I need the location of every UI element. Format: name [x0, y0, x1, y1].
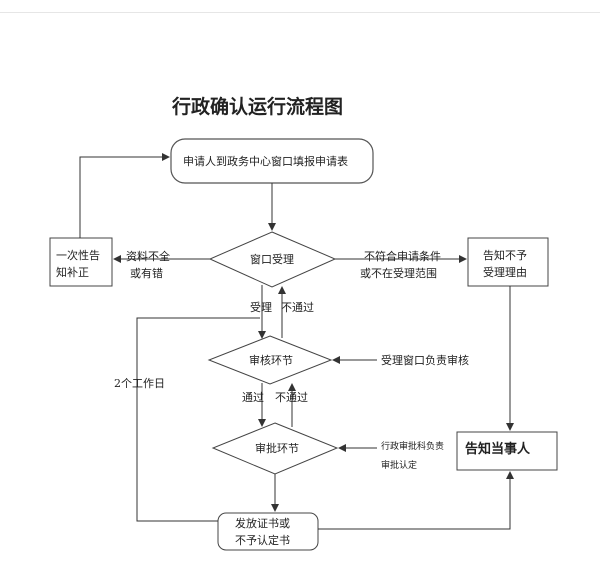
diagram-title: 行政确认运行流程图 [172, 96, 344, 118]
edge-once-to-apply [79, 153, 170, 238]
refuse-notice-box [467, 237, 549, 287]
incomplete-label-2: 或有错 [130, 267, 163, 280]
accepted-label: 受理 [250, 301, 272, 314]
incomplete-label-1: 资料不全 [126, 250, 170, 263]
refuse-notice-line-1: 告知不予 [483, 249, 527, 262]
edge-two-days [136, 317, 260, 522]
two-days-label: 2个工作日 [114, 377, 165, 390]
once-notice-line-1: 一次性告 [56, 249, 100, 262]
rejected-label-2: 不通过 [275, 391, 308, 404]
window-accept-label: 窗口受理 [250, 253, 294, 266]
top-divider [0, 12, 600, 13]
approve-label: 审批环节 [255, 442, 299, 455]
not-eligible-label-2: 或不在受理范围 [360, 267, 437, 280]
review-by-label: 受理窗口负责审核 [381, 354, 469, 367]
issue-box [217, 512, 319, 551]
edge-issue-to-notify [318, 471, 514, 530]
once-notice-line-2: 知补正 [56, 266, 89, 279]
issue-line-1: 发放证书或 [235, 517, 290, 530]
issue-line-2: 不予认定书 [235, 534, 290, 547]
refuse-notice-line-2: 受理理由 [483, 266, 527, 279]
apply-label: 申请人到政务中心窗口填报申请表 [183, 155, 348, 168]
approve-by-label-2: 审批认定 [381, 461, 418, 471]
approve-by-label-1: 行政审批科负责 [381, 442, 445, 452]
window-accept-diamond [208, 231, 337, 288]
not-eligible-label-1: 不符合申请条件 [364, 250, 441, 263]
rejected-label-1: 不通过 [281, 301, 314, 314]
passed-label: 通过 [242, 391, 264, 404]
review-label: 审核环节 [249, 354, 293, 367]
once-notice-box [49, 237, 113, 287]
notify-party-label: 告知当事人 [465, 442, 531, 457]
review-diamond [207, 335, 333, 385]
notify-party-box [456, 431, 558, 471]
